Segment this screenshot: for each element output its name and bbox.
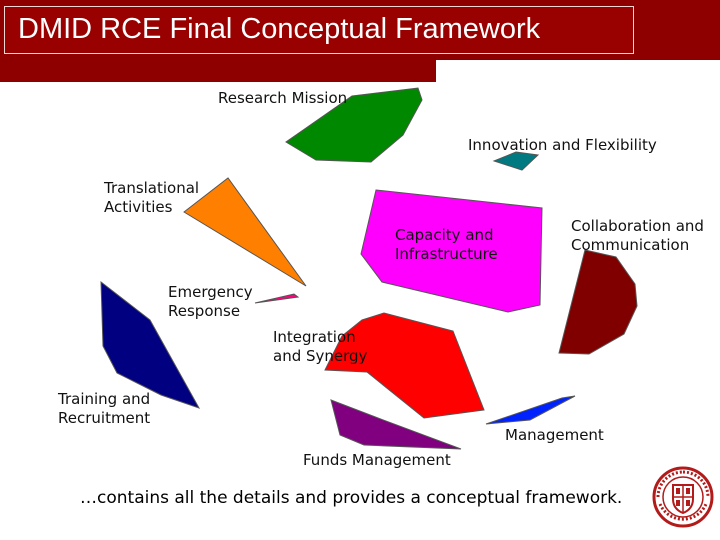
translational-activities-shape — [183, 177, 307, 287]
title-box — [4, 6, 634, 54]
label-research-mission: Research Mission — [218, 89, 348, 107]
label-translational-activities: Translational Activities — [104, 179, 200, 216]
label-funds-management: Funds Management — [303, 451, 451, 469]
footer-caption: …contains all the details and provides a… — [80, 488, 623, 508]
label-innovation-flexibility: Innovation and Flexibility — [468, 136, 657, 154]
page-title: DMID RCE Final Conceptual Framework — [18, 13, 541, 45]
collaboration-communication-shape — [558, 249, 638, 355]
integration-synergy-shape — [324, 312, 485, 419]
label-capacity-infrastructure: Capacity and Infrastructure — [395, 226, 498, 263]
management-shape — [485, 395, 576, 425]
label-collaboration-communication: Collaboration and Communication — [571, 217, 704, 254]
label-training-recruitment: Training and Recruitment — [58, 390, 151, 427]
emergency-response-shape — [254, 293, 300, 304]
title-bar: DMID RCE Final Conceptual Framework — [0, 0, 720, 82]
label-emergency-response: Emergency Response — [168, 283, 253, 320]
label-management: Management — [505, 426, 604, 444]
training-recruitment-shape — [100, 280, 201, 409]
capacity-infrastructure-shape — [360, 189, 543, 313]
funds-management-shape — [330, 399, 462, 450]
label-integration-synergy: Integration and Synergy — [273, 328, 368, 365]
research-mission-shape — [285, 87, 423, 163]
innovation-flexibility-shape — [492, 151, 540, 171]
university-seal-icon — [652, 466, 714, 528]
